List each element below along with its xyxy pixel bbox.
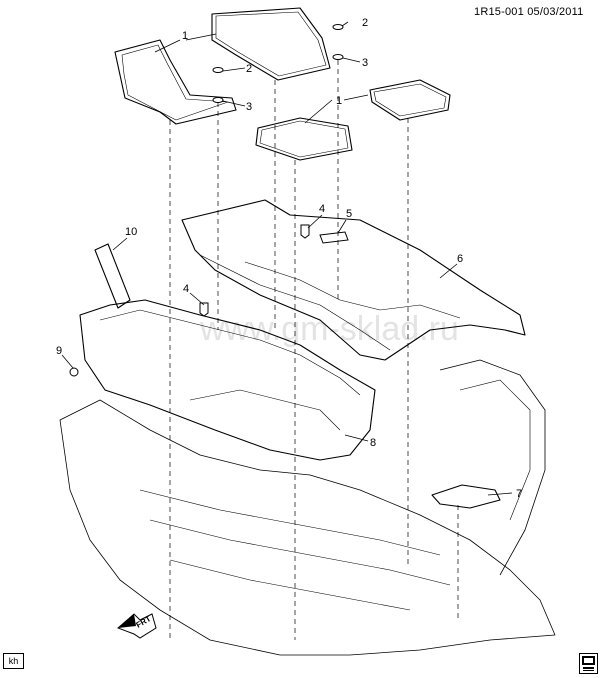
callout-4: 4 [183,283,189,295]
callout-2: 2 [246,63,252,75]
drawing-ref-code: 1R15-001 [474,6,524,18]
drawing-reference: 1R15-001 05/03/2011 [474,6,583,18]
badge-glyph-icon [582,656,595,671]
accelerator-pedal-pad [94,243,131,309]
rear-right-floor-mat [369,79,451,121]
clip-9 [69,367,79,377]
callout-1: 1 [336,95,342,107]
callout-1: 1 [182,30,188,42]
callout-7: 7 [516,488,522,500]
front-left-floor-mat [114,39,237,125]
callout-6: 6 [457,253,463,265]
side-bracket [431,484,501,509]
front-right-floor-mat [211,7,331,81]
callout-3: 3 [246,101,252,113]
front-direction-arrow: FRT [117,613,157,639]
drawing-date: 05/03/2011 [527,6,584,18]
callout-5: 5 [346,208,352,220]
logo-badge-icon [579,653,598,674]
callout-9: 9 [56,345,62,357]
callout-10: 10 [125,226,137,238]
clip-4b [199,302,209,317]
front-floor-carpet [79,299,376,461]
rear-left-floor-mat [255,117,353,161]
retainer-3a [332,54,344,60]
rear-floor-carpet [181,199,526,361]
callout-3: 3 [362,57,368,69]
illustrator-tag: kh [3,653,24,669]
retainer-3b [212,97,224,103]
retainer-2a [332,24,344,30]
callout-8: 8 [370,437,376,449]
callout-4: 4 [319,203,325,215]
plate-5 [319,231,349,244]
clip-4a [300,224,310,239]
retainer-2b [212,67,224,73]
body-floor-pan [59,399,556,656]
watermark-text: www.gm-sklad.ru [199,310,459,348]
callout-2: 2 [362,17,368,29]
